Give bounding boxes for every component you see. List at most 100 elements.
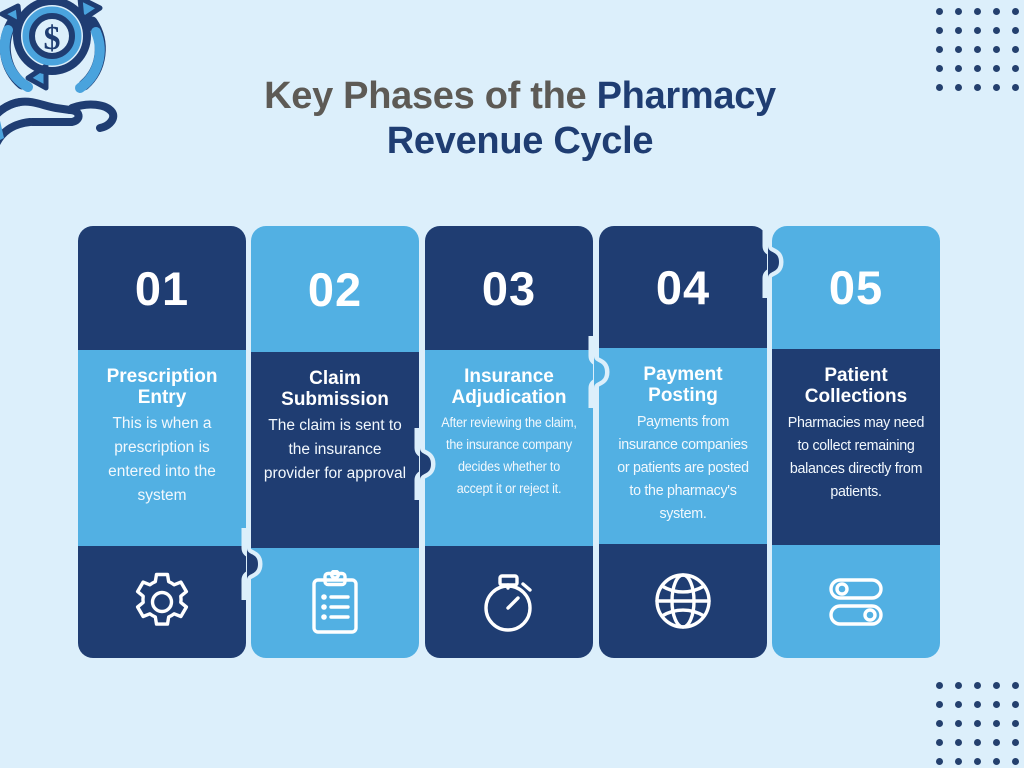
phase-title: Payment Posting [643, 364, 723, 406]
svg-text:$: $ [44, 20, 61, 57]
stopwatch-icon [478, 569, 540, 635]
phase-title: Patient Collections [804, 365, 908, 407]
phase-description: This is when a prescription is entered i… [108, 415, 216, 504]
decorative-dot [993, 739, 1000, 746]
decorative-dot [936, 27, 943, 34]
decorative-dot [936, 720, 943, 727]
decorative-dot [936, 65, 943, 72]
decorative-dot [936, 739, 943, 746]
decorative-dot [955, 46, 962, 53]
phase-description: The claim is sent to the insurance provi… [263, 417, 407, 482]
decorative-dot [1012, 758, 1019, 765]
decorative-dot [1012, 701, 1019, 708]
decorative-dot [1012, 8, 1019, 15]
decorative-dot [936, 758, 943, 765]
phase-title: Prescription Entry [106, 366, 218, 408]
title-line-1: Key Phases of the Pharmacy [150, 74, 890, 119]
decorative-dot [974, 46, 981, 53]
decorative-dot [974, 720, 981, 727]
phase-number: 04 [655, 260, 711, 314]
decorative-dot [955, 682, 962, 689]
revenue-cycle-logo: $ [0, 0, 134, 157]
decorative-dot [936, 701, 943, 708]
decorative-dot [1012, 65, 1019, 72]
decorative-dot [993, 27, 1000, 34]
title-part-navy: Pharmacy [596, 75, 777, 117]
phase-icon-block [425, 546, 593, 658]
decorative-dot [955, 758, 962, 765]
decorative-dot [993, 8, 1000, 15]
decorative-dot [955, 65, 962, 72]
decorative-dot [1012, 739, 1019, 746]
phase-number-block: 04 [599, 226, 767, 348]
decorative-dot [1012, 27, 1019, 34]
phase-number: 05 [828, 261, 884, 314]
gear-icon [129, 569, 195, 635]
decorative-dot [993, 758, 1000, 765]
phase-icon-block [78, 546, 246, 658]
toggle-switches-icon [823, 576, 889, 628]
decorative-dot [955, 701, 962, 708]
decorative-dot [974, 8, 981, 15]
decorative-dot [974, 682, 981, 689]
phase-icon-block [251, 548, 419, 658]
clipboard-icon [306, 570, 364, 636]
decorative-dot [1012, 720, 1019, 727]
decorative-dot [955, 84, 962, 91]
page-title: Key Phases of the Pharmacy Revenue Cycle [150, 74, 890, 164]
decorative-dot [993, 84, 1000, 91]
phase-number-block: 05 [772, 226, 940, 349]
decorative-dot [993, 720, 1000, 727]
phase-icon-block [772, 545, 940, 658]
decorative-dot [1012, 46, 1019, 53]
phase-number: 01 [134, 261, 190, 315]
globe-icon [651, 569, 715, 633]
phase-number-block: 02 [251, 226, 419, 352]
decorative-dot [993, 701, 1000, 708]
decorative-dot [1012, 682, 1019, 689]
phase-description: After reviewing the claim, the insurance… [441, 415, 577, 496]
decorative-dot [1012, 84, 1019, 91]
decorative-dot [974, 739, 981, 746]
decorative-dot [936, 8, 943, 15]
decorative-dot [955, 27, 962, 34]
decorative-dot [974, 84, 981, 91]
decorative-dot [993, 65, 1000, 72]
decorative-dot [955, 720, 962, 727]
title-part-grey: Key Phases of the [264, 75, 597, 117]
decorative-dot [993, 46, 1000, 53]
decorative-dot [936, 682, 943, 689]
dot-grid-top-right [0, 0, 1024, 120]
phase-description: Payments from insurance companies or pat… [617, 413, 749, 522]
phase-description: Pharmacies may need to collect remaining… [787, 414, 925, 500]
decorative-dot [974, 65, 981, 72]
phase-title: Insurance Adjudication [451, 366, 567, 408]
decorative-dot [955, 8, 962, 15]
decorative-dot [955, 739, 962, 746]
phase-title: Claim Submission [281, 368, 389, 410]
decorative-dot [974, 27, 981, 34]
phase-number: 03 [481, 261, 537, 315]
decorative-dot [936, 84, 943, 91]
decorative-dot [993, 682, 1000, 689]
decorative-dot [974, 701, 981, 708]
decorative-dot [974, 758, 981, 765]
phase-icon-block [599, 544, 767, 658]
title-line-2: Revenue Cycle [386, 120, 654, 162]
phase-number-block: 01 [78, 226, 246, 350]
phase-number-block: 03 [425, 226, 593, 350]
decorative-dot [936, 46, 943, 53]
